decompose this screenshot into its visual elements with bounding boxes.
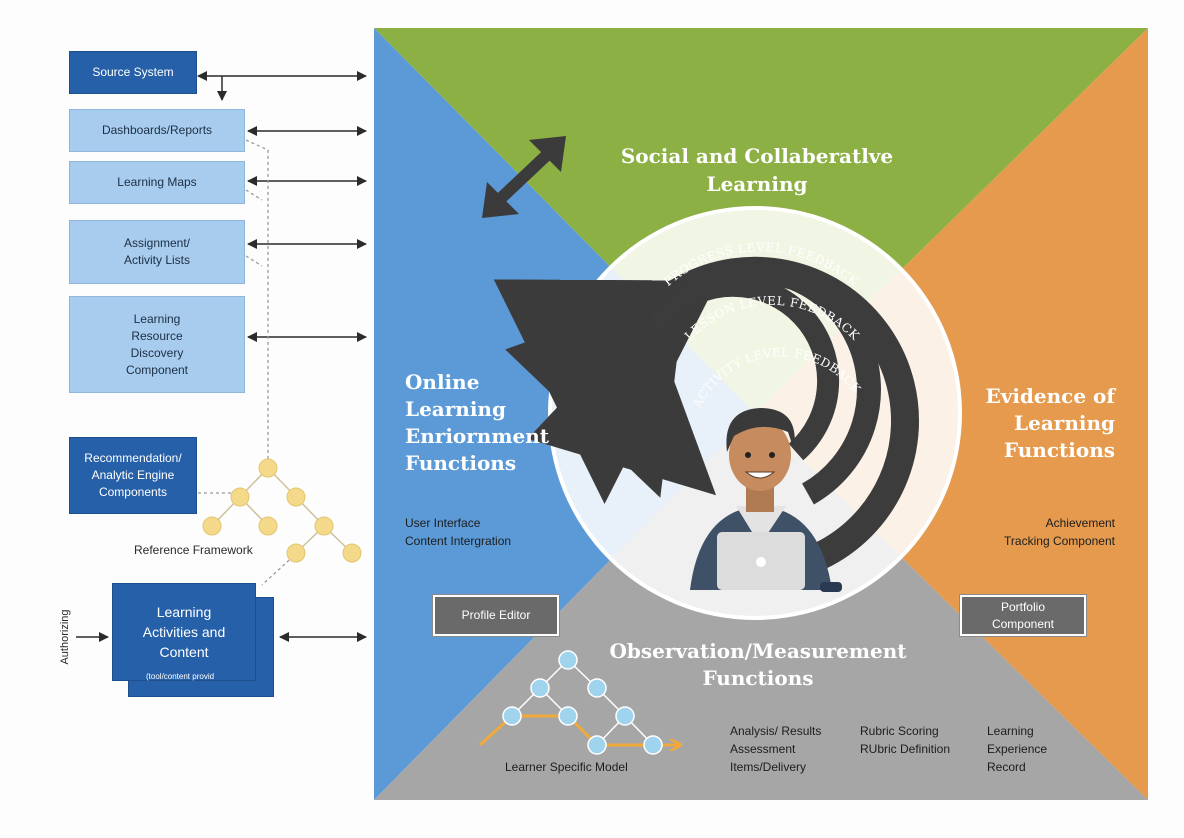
evidence-learning-title: Evidence of Learning Functions	[985, 384, 1115, 462]
learning-activities-box[interactable]: Learning Activities and Content	[112, 583, 256, 681]
tool-provider-label: (tool/content provid	[146, 672, 215, 681]
profile-editor-box[interactable]: Profile Editor	[432, 594, 560, 637]
rubric-label: Rubric Scoring RUbric Definition	[860, 724, 951, 756]
reference-framework-label: Reference Framework	[134, 543, 253, 557]
online-learning-detail: User Interface Content Intergration	[405, 516, 512, 548]
analysis-results-label: Analysis/ Results Assessment Items/Deliv…	[730, 724, 822, 774]
learning-activities-label: Learning Activities and Content	[142, 604, 226, 660]
dashboards-reports-box[interactable]: Dashboards/Reports	[69, 109, 245, 152]
portfolio-component-box[interactable]: Portfolio Component	[959, 594, 1087, 637]
learner-specific-model-label: Learner Specific Model	[505, 760, 628, 774]
double-arrow-icon	[482, 136, 566, 218]
source-system-box[interactable]: Source System	[69, 51, 197, 94]
learning-experience-record-label: Learning Experience Record	[987, 724, 1048, 774]
learning-maps-box[interactable]: Learning Maps	[69, 161, 245, 204]
feedback-arcs	[494, 256, 919, 569]
evidence-learning-detail: Achievement Tracking Component	[1004, 516, 1115, 548]
authorizing-label: Authorizing	[59, 609, 71, 665]
recommendation-engine-box[interactable]: Recommendation/ Analytic Engine Componen…	[69, 437, 197, 514]
student-laptop-icon	[690, 408, 842, 592]
learner-model-network-icon	[478, 650, 680, 755]
resource-discovery-box[interactable]: Learning Resource Discovery Component	[69, 296, 245, 393]
social-learning-title: Social and Collaberatlve Learning	[620, 144, 894, 196]
observation-title: Observation/Measurement Functions	[609, 639, 907, 690]
online-learning-title: Online Learning Enriornment Functions	[405, 370, 550, 475]
tree-network-icon	[202, 458, 362, 563]
assignment-activity-lists-box[interactable]: Assignment/ Activity Lists	[69, 220, 245, 284]
